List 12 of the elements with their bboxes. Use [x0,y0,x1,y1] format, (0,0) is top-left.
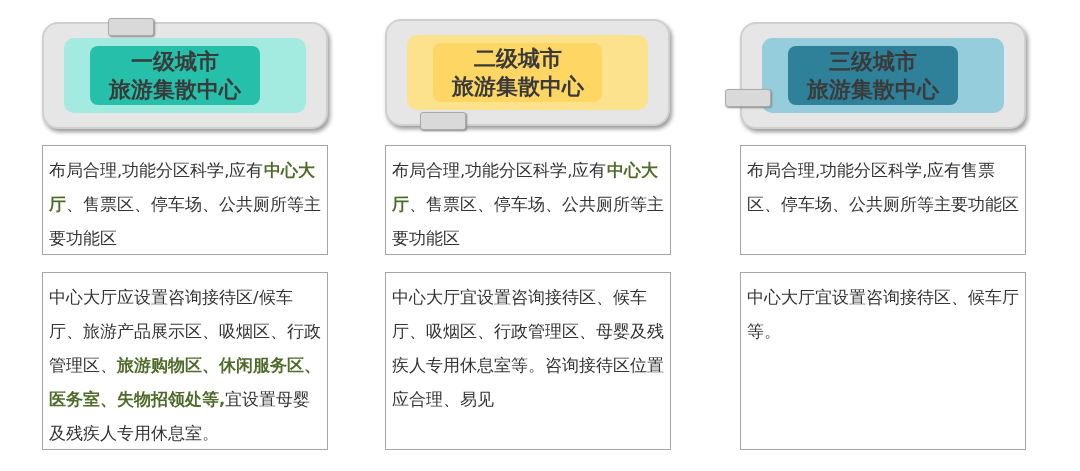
text-box: 布局合理,功能分区科学,应有售票区、停车场、公共厕所等主要功能区 [740,145,1026,255]
title-label: 二级城市 旅游集散中心 [433,43,602,102]
text-box: 中心大厅宜设置咨询接待区、候车厅等。 [740,272,1026,450]
title-frame [740,22,1026,129]
text-box: 布局合理,功能分区科学,应有中心大厅、售票区、停车场、公共厕所等主要功能区 [42,145,328,255]
title-frame [385,19,670,126]
title-label: 一级城市 旅游集散中心 [90,46,260,105]
text-box: 中心大厅宜设置咨询接待区、候车厅、吸烟区、行政管理区、母婴及残疾人专用休息室等。咨询接待区位置应合理、易见 [385,272,671,450]
text-box: 布局合理,功能分区科学,应有中心大厅、售票区、停车场、公共厕所等主要功能区 [385,145,671,255]
title-frame [42,22,328,129]
text-box: 中心大厅应设置咨询接待区/候车厅、旅游产品展示区、吸烟区、行政管理区、旅游购物区、休闲服务区、医务室、失物招领处等,宜设置母婴及残疾人专用休息室。 [42,272,328,450]
title-label: 三级城市 旅游集散中心 [788,46,958,105]
